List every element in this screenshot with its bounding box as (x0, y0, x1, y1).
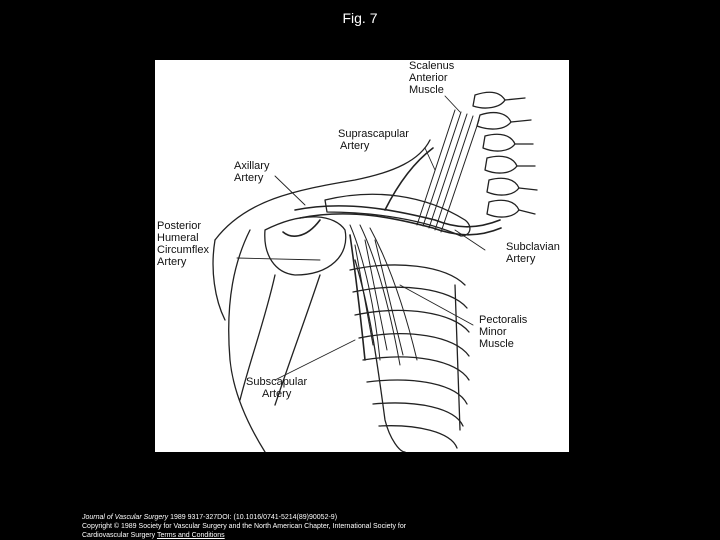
clavicle (325, 194, 470, 236)
label-pectoralis-minor-muscle: Pectoralis Minor Muscle (479, 314, 527, 350)
caption-citation-line: Journal of Vascular Surgery 1989 9317-32… (82, 513, 702, 522)
label-line: Scalenus (409, 60, 454, 72)
label-scalenus-anterior-muscle: Scalenus Anterior Muscle (409, 60, 454, 96)
label-line: Posterior (157, 220, 209, 232)
label-line: Humeral (157, 232, 209, 244)
shoulder-outline (215, 140, 430, 240)
humeral-head (265, 217, 346, 275)
posterior-humeral-artery-path (283, 220, 320, 236)
label-line: Circumflex (157, 244, 209, 256)
label-line: Artery (246, 388, 307, 400)
label-line: Anterior (409, 72, 454, 84)
pectoralis-minor-muscle (350, 225, 417, 365)
caption-line3-prefix: Cardiovascular Surgery (82, 532, 157, 539)
label-line: Muscle (409, 84, 454, 96)
ribs (350, 265, 469, 448)
figure-title: Fig. 7 (0, 8, 720, 28)
arteries (283, 148, 501, 360)
label-line: Subclavian (506, 241, 560, 253)
terms-and-conditions-link[interactable]: Terms and Conditions (157, 532, 225, 539)
label-posterior-humeral-circumflex-artery: Posterior Humeral Circumflex Artery (157, 220, 209, 268)
caption-terms-line: Cardiovascular Surgery Terms and Conditi… (82, 531, 702, 540)
figure-caption: Journal of Vascular Surgery 1989 9317-32… (82, 513, 702, 540)
label-line: Artery (506, 253, 560, 265)
suprascapular-artery-path (385, 148, 433, 210)
label-subscapular-artery: Subscapular Artery (246, 376, 307, 400)
label-line: Axillary (234, 160, 269, 172)
copyright-text: Copyright © 1989 Society for Vascular Su… (82, 522, 702, 531)
label-line: Suprascapular (338, 128, 409, 140)
label-line: Muscle (479, 338, 527, 350)
anatomy-figure: Scalenus Anterior Muscle Suprascapular A… (155, 60, 569, 452)
label-line: Artery (338, 140, 409, 152)
label-line: Subscapular (246, 376, 307, 388)
label-suprascapular-artery: Suprascapular Artery (338, 128, 409, 152)
label-subclavian-artery: Subclavian Artery (506, 241, 560, 265)
label-line: Pectoralis (479, 314, 527, 326)
label-line: Artery (157, 256, 209, 268)
citation-text: 1989 9317-327DOI: (10.1016/0741-5214(89)… (168, 514, 337, 521)
journal-name: Journal of Vascular Surgery (82, 514, 168, 521)
cervical-spine (473, 92, 537, 217)
label-line: Minor (479, 326, 527, 338)
label-axillary-artery: Axillary Artery (234, 160, 269, 184)
label-line: Artery (234, 172, 269, 184)
scalenus-muscle (417, 110, 479, 232)
